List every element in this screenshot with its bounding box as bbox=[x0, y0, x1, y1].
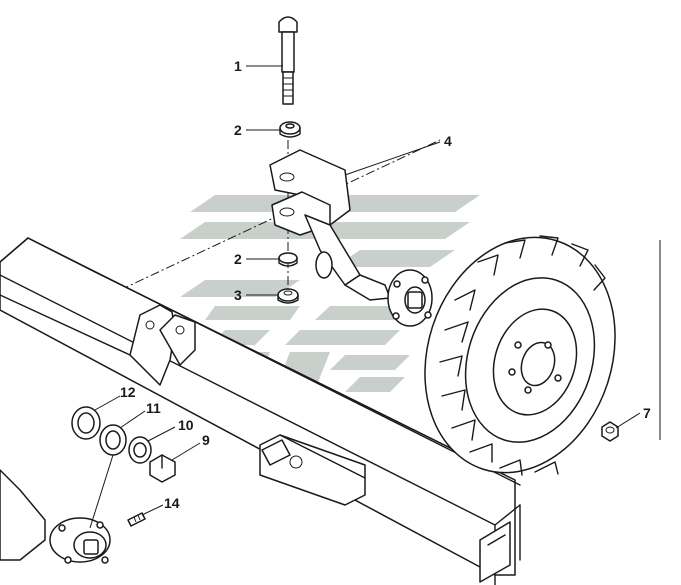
callout-1: 1 bbox=[234, 58, 242, 74]
callout-14: 14 bbox=[164, 495, 180, 511]
callout-4: 4 bbox=[444, 133, 452, 149]
part-4-spindle-arm bbox=[269, 149, 433, 327]
callout-12: 12 bbox=[120, 384, 136, 400]
callout-10: 10 bbox=[178, 417, 194, 433]
part-12-washer bbox=[71, 406, 101, 440]
part-14-stud bbox=[127, 512, 146, 527]
part-10-seal bbox=[128, 436, 152, 464]
part-9-hub-cap bbox=[149, 454, 176, 483]
callout-11: 11 bbox=[146, 400, 161, 416]
part-1-bolt bbox=[278, 16, 298, 105]
callout-7: 7 bbox=[643, 405, 651, 421]
lower-frame-plate bbox=[0, 469, 46, 561]
part-2-lower-washer bbox=[278, 252, 298, 267]
part-3-nut bbox=[277, 288, 299, 304]
wheel-tire bbox=[424, 235, 616, 476]
left-hub-assembly bbox=[49, 517, 111, 564]
part-11-bearing bbox=[99, 424, 127, 456]
callout-9: 9 bbox=[202, 432, 210, 448]
part-2-upper-washer bbox=[279, 121, 301, 138]
beam-bracket bbox=[129, 304, 196, 386]
part-7-lug-nut bbox=[601, 421, 619, 442]
leader-lines bbox=[89, 65, 641, 529]
callout-2-upper: 2 bbox=[234, 122, 242, 138]
main-frame-beam bbox=[0, 237, 521, 585]
callout-3: 3 bbox=[234, 287, 242, 303]
hitch-bracket bbox=[259, 434, 366, 506]
callout-2-lower: 2 bbox=[234, 251, 242, 267]
